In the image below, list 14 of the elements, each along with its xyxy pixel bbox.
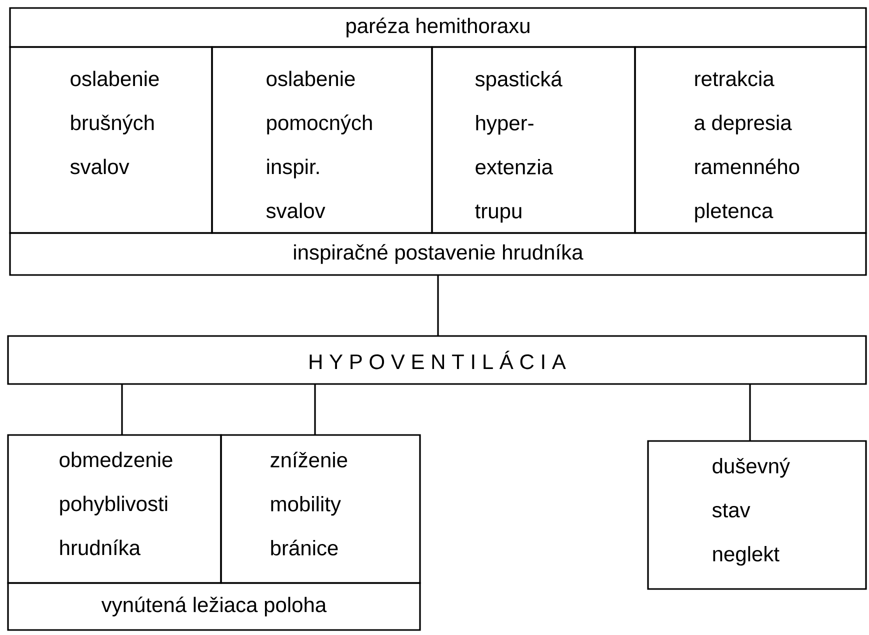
table-cell: retrakcia a depresia ramenného pletenca: [634, 46, 867, 234]
text-box: duševný stav neglekt: [647, 440, 867, 590]
connector-line: [749, 384, 751, 441]
table-cell: zníženie mobility bránice: [220, 434, 421, 584]
connector-line: [121, 384, 123, 435]
table-cell: spastická hyper- extenzia trupu: [431, 46, 636, 234]
table-footer: inspiračné postavenie hrudníka: [9, 232, 867, 276]
table-cell: obmedzenie pohyblivosti hrudníka: [7, 434, 222, 584]
table-footer: vynútená ležiaca poloha: [7, 582, 421, 631]
connector-line: [437, 275, 439, 336]
table-header: paréza hemithoraxu: [9, 7, 867, 48]
connector-line: [314, 384, 316, 435]
title-box: H Y P O V E N T I L Á C I A: [7, 335, 867, 385]
table-cell: oslabenie brušných svalov: [9, 46, 213, 234]
